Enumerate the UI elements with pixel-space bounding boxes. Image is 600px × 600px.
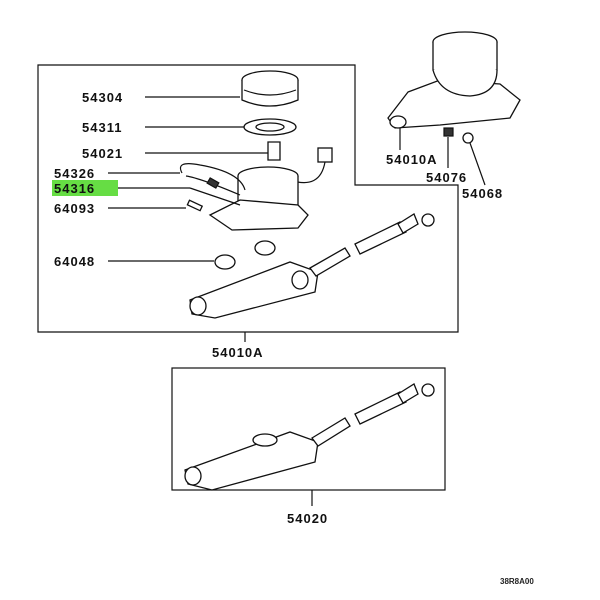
figure-code: 38R8A00 bbox=[500, 577, 534, 586]
callout-54311[interactable]: 54311 bbox=[82, 120, 122, 135]
highlight-54316 bbox=[52, 180, 118, 196]
callout-64093[interactable]: 64093 bbox=[54, 201, 95, 216]
callout-54076[interactable]: 54076 bbox=[426, 170, 467, 185]
callout-64048[interactable]: 64048 bbox=[54, 254, 95, 269]
cylinder-body-upper bbox=[189, 261, 319, 319]
hose-54326 bbox=[179, 163, 246, 191]
callout-54068[interactable]: 54068 bbox=[462, 186, 503, 201]
cylinder-body-lower bbox=[184, 431, 319, 491]
callout-54020[interactable]: 54020 bbox=[287, 511, 328, 526]
callout-54010A-alt[interactable]: 54010A bbox=[386, 152, 438, 167]
callout-54021[interactable]: 54021 bbox=[82, 146, 123, 161]
piston-kit-lower bbox=[311, 383, 435, 447]
assembly-frame-54020 bbox=[171, 367, 446, 491]
pin-64093 bbox=[186, 199, 204, 212]
level-switch-connector bbox=[317, 147, 333, 163]
hose-clamp-54316 bbox=[206, 177, 220, 189]
reservoir-body bbox=[208, 166, 309, 231]
callout-54010A-main[interactable]: 54010A bbox=[212, 345, 264, 360]
alt-master-cylinder-drawing bbox=[387, 31, 521, 186]
piston-kit-upper bbox=[309, 213, 435, 277]
diaphragm-54311 bbox=[243, 118, 297, 136]
callout-54326[interactable]: 54326 bbox=[54, 166, 95, 181]
strainer-54021 bbox=[267, 141, 281, 161]
grommets-64048 bbox=[214, 240, 276, 270]
callout-54304[interactable]: 54304 bbox=[82, 90, 123, 105]
reservoir-cap-54304 bbox=[241, 70, 299, 107]
assembly-frame-54010A bbox=[37, 64, 459, 333]
callout-54316[interactable]: 54316 bbox=[54, 181, 95, 196]
